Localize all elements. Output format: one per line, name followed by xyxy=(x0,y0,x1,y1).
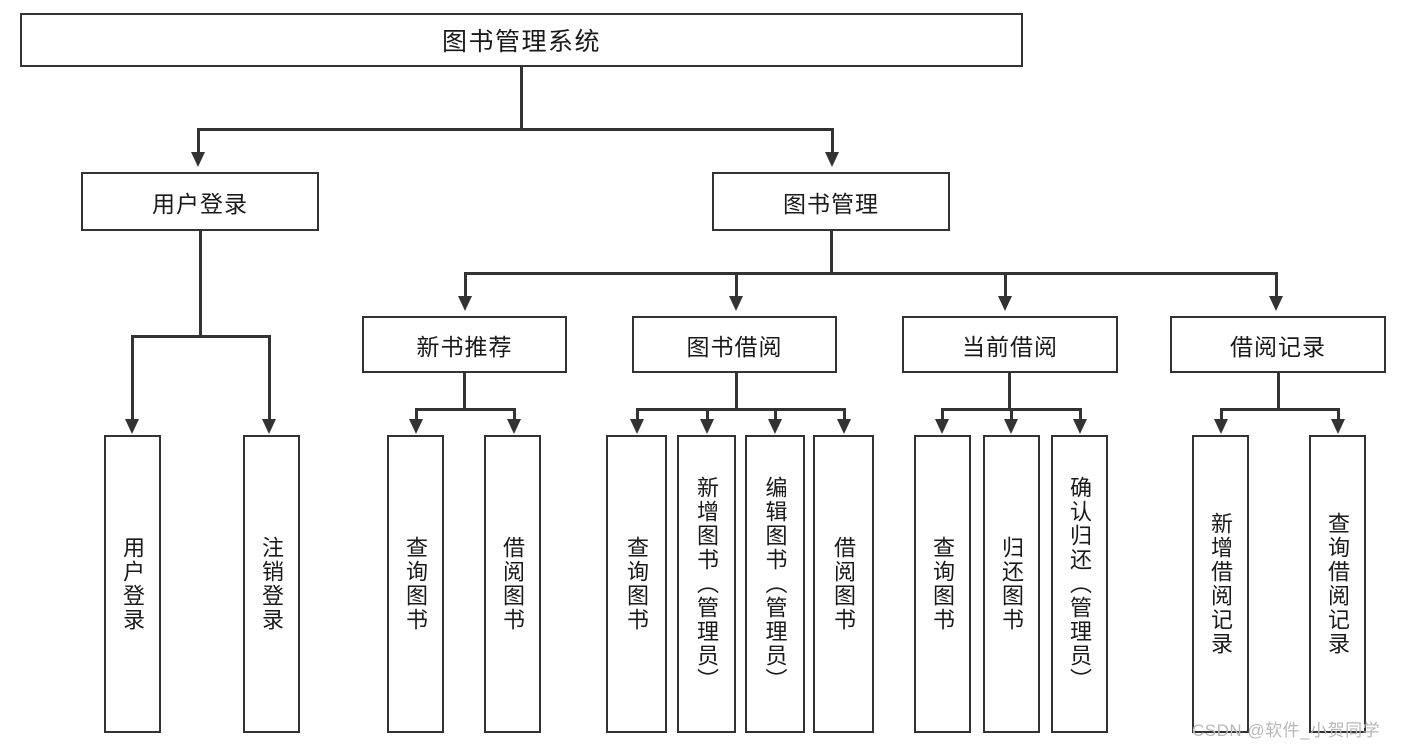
arrow-to-nbr-leaf-1 xyxy=(409,419,423,434)
node-user-login[interactable]: 用户登录 xyxy=(81,172,319,231)
edge-drop-nbr-leaf-1 xyxy=(415,408,418,420)
node-root-book-management-system[interactable]: 图书管理系统 xyxy=(20,13,1023,67)
arrow-to-bb-leaf-1 xyxy=(630,419,644,434)
arrow-to-book-management xyxy=(825,152,839,167)
arrow-to-br-leaf-1 xyxy=(1214,419,1228,434)
node-book-borrow[interactable]: 图书借阅 xyxy=(632,316,837,373)
edge-drop-cb-leaf-2 xyxy=(1010,408,1013,420)
edge-drop-br-leaf-1 xyxy=(1220,408,1223,420)
arrow-to-cb-leaf-2 xyxy=(1004,419,1018,434)
node-book-management[interactable]: 图书管理 xyxy=(712,172,950,231)
node-label: 查询借阅记录 xyxy=(1325,512,1351,656)
edge-level2-drop-user-login xyxy=(197,128,200,153)
arrow-to-user-login xyxy=(191,152,205,167)
edge-drop-bb-leaf-4 xyxy=(843,408,846,420)
node-label: 查询图书 xyxy=(624,536,650,632)
edge-drop-cb-leaf-3 xyxy=(1079,408,1082,420)
edge-root-stem xyxy=(520,67,523,128)
arrow-to-new-book-recommend xyxy=(458,296,472,311)
node-label: 用户登录 xyxy=(120,536,146,632)
arrow-to-cb-leaf-3 xyxy=(1073,419,1087,434)
leaf-book-borrow-edit-book-admin[interactable]: 编辑图书（管理员） xyxy=(745,435,805,733)
node-label: 图书管理 xyxy=(783,190,879,217)
node-label: 当前借阅 xyxy=(962,333,1058,360)
arrow-to-book-borrow xyxy=(729,296,743,311)
edge-drop-current-borrow xyxy=(1004,272,1007,297)
node-label: 借阅记录 xyxy=(1230,333,1326,360)
edge-drop-bb-leaf-2 xyxy=(706,408,709,420)
edge-level3-bus xyxy=(464,272,1277,275)
arrow-to-cb-leaf-1 xyxy=(935,419,949,434)
node-label: 图书管理系统 xyxy=(441,28,601,56)
edge-drop-br-leaf-2 xyxy=(1337,408,1340,420)
edge-book-borrow-stem xyxy=(735,373,738,408)
arrow-to-borrow-record xyxy=(1269,296,1283,311)
leaf-user-login-logout[interactable]: 注销登录 xyxy=(243,435,300,733)
edge-drop-new-book-recommend xyxy=(464,272,467,297)
node-label: 借阅图书 xyxy=(500,536,526,632)
arrow-to-user-login-leaf-2 xyxy=(262,419,276,434)
edge-drop-user-login-leaf-1 xyxy=(131,335,134,420)
edge-drop-borrow-record xyxy=(1275,272,1278,297)
edge-book-borrow-bus xyxy=(636,408,843,411)
edge-level2-drop-book-management xyxy=(831,128,834,153)
node-label: 编辑图书（管理员） xyxy=(762,476,788,692)
edge-drop-book-borrow xyxy=(735,272,738,297)
node-label: 新增借阅记录 xyxy=(1208,512,1234,656)
edge-new-book-recommend-bus xyxy=(415,408,513,411)
edge-drop-nbr-leaf-2 xyxy=(513,408,516,420)
edge-drop-bb-leaf-3 xyxy=(774,408,777,420)
leaf-new-book-recommend-query-books[interactable]: 查询图书 xyxy=(387,435,444,733)
leaf-user-login-login[interactable]: 用户登录 xyxy=(104,435,161,733)
leaf-book-borrow-borrow-books[interactable]: 借阅图书 xyxy=(813,435,874,733)
arrow-to-bb-leaf-2 xyxy=(700,419,714,434)
leaf-current-borrow-confirm-return-admin[interactable]: 确认归还（管理员） xyxy=(1051,435,1108,733)
node-new-book-recommend[interactable]: 新书推荐 xyxy=(362,316,567,373)
edge-new-book-recommend-stem xyxy=(463,373,466,408)
arrow-to-bb-leaf-3 xyxy=(768,419,782,434)
edge-user-login-bus xyxy=(131,335,268,338)
edge-drop-bb-leaf-1 xyxy=(636,408,639,420)
node-borrow-record[interactable]: 借阅记录 xyxy=(1170,316,1386,373)
edge-drop-user-login-leaf-2 xyxy=(268,335,271,420)
leaf-borrow-record-add-record[interactable]: 新增借阅记录 xyxy=(1192,435,1249,733)
arrow-to-nbr-leaf-2 xyxy=(507,419,521,434)
leaf-current-borrow-query-books[interactable]: 查询图书 xyxy=(914,435,971,733)
node-label: 注销登录 xyxy=(259,536,285,632)
node-label: 新增图书（管理员） xyxy=(694,476,720,692)
leaf-book-borrow-query-books[interactable]: 查询图书 xyxy=(606,435,667,733)
edge-book-management-stem xyxy=(830,231,833,272)
edge-level2-bus xyxy=(197,128,833,131)
leaf-new-book-recommend-borrow-books[interactable]: 借阅图书 xyxy=(484,435,541,733)
node-label: 查询图书 xyxy=(403,536,429,632)
arrow-to-bb-leaf-4 xyxy=(837,419,851,434)
node-label: 新书推荐 xyxy=(416,333,513,360)
arrow-to-user-login-leaf-1 xyxy=(125,419,139,434)
edge-borrow-record-bus xyxy=(1220,408,1337,411)
arrow-to-br-leaf-2 xyxy=(1331,419,1345,434)
node-label: 归还图书 xyxy=(999,536,1025,632)
node-label: 查询图书 xyxy=(930,536,956,632)
edge-borrow-record-stem xyxy=(1277,373,1280,408)
node-label: 图书借阅 xyxy=(686,333,783,360)
arrow-to-current-borrow xyxy=(998,296,1012,311)
node-current-borrow[interactable]: 当前借阅 xyxy=(902,316,1118,373)
leaf-borrow-record-query-record[interactable]: 查询借阅记录 xyxy=(1309,435,1366,733)
leaf-book-borrow-add-book-admin[interactable]: 新增图书（管理员） xyxy=(677,435,736,733)
leaf-current-borrow-return-books[interactable]: 归还图书 xyxy=(983,435,1040,733)
edge-user-login-stem xyxy=(199,231,202,335)
node-label: 确认归还（管理员） xyxy=(1067,476,1093,692)
node-label: 借阅图书 xyxy=(831,536,857,632)
edge-drop-cb-leaf-1 xyxy=(941,408,944,420)
node-label: 用户登录 xyxy=(152,190,248,217)
edge-current-borrow-stem xyxy=(1008,373,1011,408)
